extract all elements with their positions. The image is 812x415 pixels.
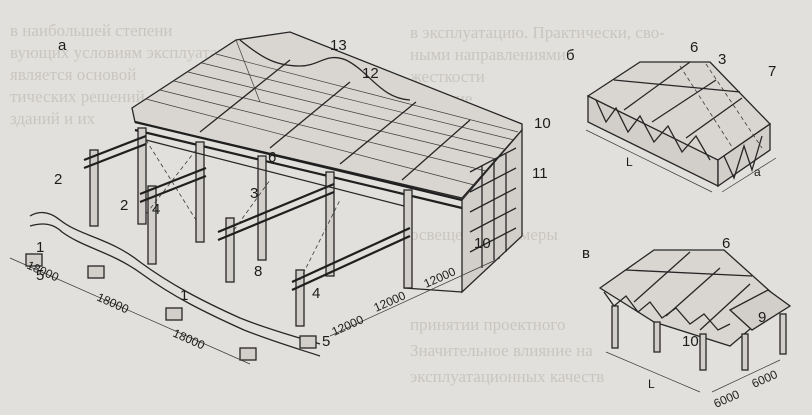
callout-label: 4 (152, 201, 160, 218)
callout-label: 13 (330, 37, 347, 54)
frame-lattice-beam (603, 291, 731, 331)
callout-label: 10 (474, 235, 491, 252)
dimension-label: 12000 (422, 264, 458, 290)
foundation-cut-strip (29, 211, 321, 345)
callout-label: 1 (36, 239, 44, 256)
roof-panel-lines (145, 53, 519, 187)
dimension-line-6000 (711, 359, 781, 393)
end-wall (461, 128, 523, 294)
dimension-label: a (754, 165, 761, 179)
frame-legs (611, 305, 787, 371)
side-wall-base (403, 287, 463, 293)
callout-label: 5 (36, 267, 44, 284)
callout-label: 2 (54, 171, 62, 188)
dimension-line-span (605, 351, 701, 393)
bg-line: является основой (10, 65, 136, 84)
bg-line: в наибольшей степени (10, 21, 173, 40)
bg-line: вующих условиям эксплуатации. (10, 43, 249, 62)
dimension-label: 6000 (750, 367, 780, 391)
callout-label: 6 (268, 149, 276, 166)
bg-line: тических решений (10, 87, 145, 106)
bg-line: эксплуатационных качеств (410, 367, 604, 386)
bg-line: ными направлениями (410, 45, 566, 64)
frame-slab-9 (728, 289, 792, 331)
panel-label-c: в (582, 245, 590, 262)
columns (89, 127, 413, 327)
callout-label: 9 (758, 309, 766, 326)
bracing (145, 139, 341, 281)
dimension-label: L (626, 155, 633, 169)
callout-label: 7 (768, 63, 776, 80)
figure-c: в 6 9 10 L 6000 6000 (582, 235, 792, 411)
dimension-line-depth (721, 157, 777, 193)
dimension-label: 6000 (712, 387, 742, 411)
callout-label: 3 (718, 51, 726, 68)
panel-label-b: б (566, 47, 575, 64)
dimension-line-bay (329, 257, 501, 337)
bg-line: принятии проектного (410, 315, 565, 334)
panel-label-a: а (58, 37, 67, 54)
truss-panel-grid (613, 61, 743, 139)
dimension-line-span (585, 129, 713, 193)
callout-label: 10 (682, 333, 699, 350)
dimension-label: 18000 (95, 290, 131, 316)
end-wall-windows (469, 147, 517, 268)
dimension-line-long (9, 257, 251, 365)
footings (25, 253, 317, 361)
callout-label: 6 (690, 39, 698, 56)
callout-label: 12 (362, 65, 379, 82)
roof-rafters (199, 39, 471, 181)
bg-line: жесткости (409, 67, 485, 86)
dimension-label: 12000 (372, 288, 408, 314)
roof-cutaway-line (239, 39, 411, 101)
callout-label: 4 (312, 285, 320, 302)
bg-line: Значительное влияние на (410, 341, 593, 360)
figure-b: б 6 3 7 L a (566, 39, 777, 193)
callout-label: 6 (722, 235, 730, 252)
callout-label: 2 (120, 197, 128, 214)
bg-line: в эксплуатацию. Практически, сво- (410, 23, 665, 42)
bg-line: зданий и их (10, 109, 96, 128)
foundation-cut-strip-lower (29, 223, 321, 357)
dimension-label: 12000 (330, 312, 366, 338)
eave-beam (134, 120, 463, 202)
callout-label: 10 (534, 115, 551, 132)
dimension-label: L (648, 377, 655, 391)
callout-label: 5 (322, 333, 330, 350)
callout-label: 1 (180, 287, 188, 304)
callout-label: 11 (532, 165, 548, 182)
truss-diagonals (595, 63, 763, 180)
callout-label: 3 (250, 185, 258, 202)
crane-beams (83, 134, 411, 292)
callout-label: 8 (254, 263, 262, 280)
dimension-label: 18000 (171, 326, 207, 352)
